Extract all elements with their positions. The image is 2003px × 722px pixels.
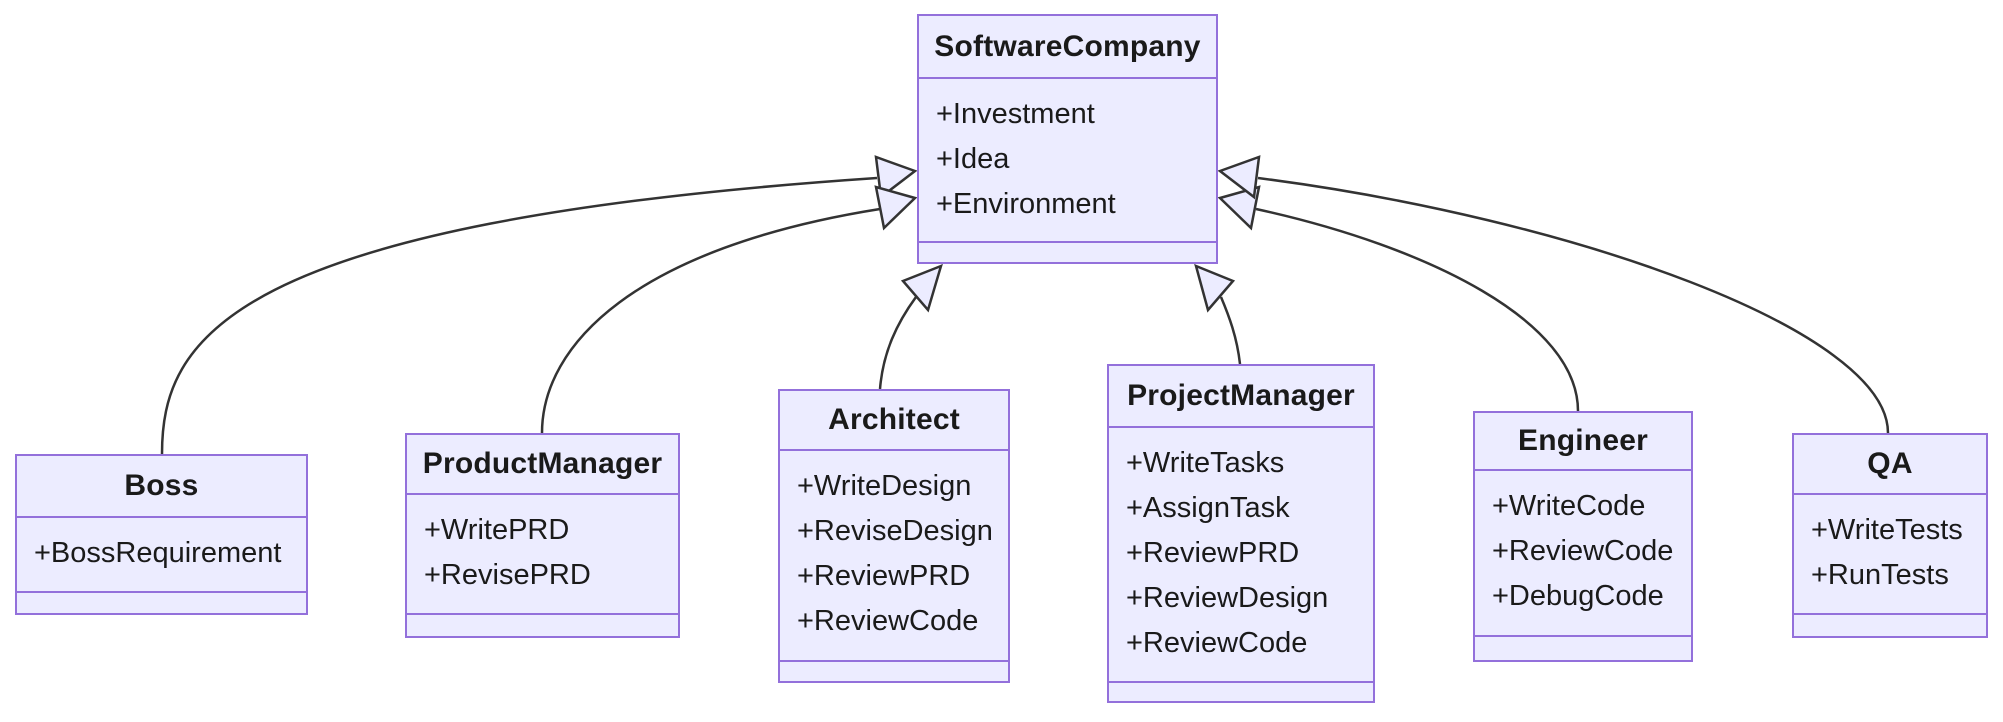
class-title-productmanager: ProductManager bbox=[407, 435, 678, 495]
inheritance-arrowhead-boss bbox=[874, 155, 918, 200]
class-title-architect: Architect bbox=[780, 391, 1008, 451]
class-methods-boss bbox=[17, 591, 306, 613]
class-attribute: +BossRequirement bbox=[34, 537, 282, 569]
class-attribute: +Environment bbox=[936, 188, 1116, 220]
inheritance-arrowhead-qa bbox=[1217, 155, 1261, 200]
class-attribute: +WritePRD bbox=[424, 514, 570, 546]
class-attributes-boss: +BossRequirement bbox=[17, 518, 306, 591]
class-attribute: +DebugCode bbox=[1492, 580, 1664, 612]
class-title-qa: QA bbox=[1794, 435, 1986, 495]
class-attributes-softwarecompany: +Investment +Idea +Environment bbox=[919, 79, 1216, 241]
class-node-productmanager: ProductManager +WritePRD +RevisePRD bbox=[405, 433, 680, 638]
class-attribute: +ReviewCode bbox=[797, 605, 979, 637]
class-attribute: +AssignTask bbox=[1126, 492, 1290, 524]
class-attributes-engineer: +WriteCode +ReviewCode +DebugCode bbox=[1475, 471, 1691, 635]
inheritance-arrowhead-architect bbox=[900, 263, 943, 313]
class-methods-qa bbox=[1794, 613, 1986, 636]
edge-projectmanager-softwarecompany bbox=[1219, 296, 1242, 365]
class-attribute: +ReviewCode bbox=[1126, 627, 1308, 659]
edge-boss-softwarecompany bbox=[160, 176, 878, 455]
class-attribute: +Investment bbox=[936, 98, 1095, 130]
class-attribute: +WriteDesign bbox=[797, 470, 972, 502]
class-node-architect: Architect +WriteDesign +ReviseDesign +Re… bbox=[778, 389, 1010, 683]
class-attributes-qa: +WriteTests +RunTests bbox=[1794, 495, 1986, 613]
class-methods-softwarecompany bbox=[919, 241, 1216, 262]
class-node-engineer: Engineer +WriteCode +ReviewCode +DebugCo… bbox=[1473, 411, 1693, 662]
class-node-projectmanager: ProjectManager +WriteTasks +AssignTask +… bbox=[1107, 364, 1375, 703]
inheritance-arrowhead-projectmanager bbox=[1194, 263, 1236, 313]
class-title-projectmanager: ProjectManager bbox=[1109, 366, 1373, 428]
inheritance-arrowhead-productmanager bbox=[874, 185, 918, 231]
edge-engineer-softwarecompany bbox=[1255, 207, 1580, 412]
edge-architect-softwarecompany bbox=[878, 296, 918, 390]
class-methods-engineer bbox=[1475, 635, 1691, 660]
class-attributes-projectmanager: +WriteTasks +AssignTask +ReviewPRD +Revi… bbox=[1109, 428, 1373, 681]
class-attribute: +ReviewPRD bbox=[797, 560, 971, 592]
class-methods-productmanager bbox=[407, 613, 678, 636]
class-attribute: +RevisePRD bbox=[424, 559, 591, 591]
class-title-boss: Boss bbox=[17, 456, 306, 518]
class-node-qa: QA +WriteTests +RunTests bbox=[1792, 433, 1988, 638]
class-title-engineer: Engineer bbox=[1475, 413, 1691, 471]
edge-productmanager-softwarecompany bbox=[540, 207, 881, 434]
class-title-softwarecompany: SoftwareCompany bbox=[919, 16, 1216, 79]
class-attribute: +ReviewCode bbox=[1492, 535, 1674, 567]
class-attributes-architect: +WriteDesign +ReviseDesign +ReviewPRD +R… bbox=[780, 451, 1008, 660]
class-attribute: +WriteTasks bbox=[1126, 447, 1285, 479]
class-attribute: +RunTests bbox=[1811, 559, 1949, 591]
class-attribute: +ReviewDesign bbox=[1126, 582, 1329, 614]
class-node-softwarecompany: SoftwareCompany +Investment +Idea +Envir… bbox=[917, 14, 1218, 264]
class-methods-projectmanager bbox=[1109, 681, 1373, 701]
class-methods-architect bbox=[780, 660, 1008, 681]
edge-qa-softwarecompany bbox=[1257, 176, 1890, 434]
class-attribute: +ReviewPRD bbox=[1126, 537, 1300, 569]
class-attribute: +ReviseDesign bbox=[797, 515, 993, 547]
class-attribute: +WriteCode bbox=[1492, 490, 1646, 522]
inheritance-arrowhead-engineer bbox=[1217, 185, 1261, 231]
class-node-boss: Boss +BossRequirement bbox=[15, 454, 308, 615]
class-attributes-productmanager: +WritePRD +RevisePRD bbox=[407, 495, 678, 613]
class-attribute: +Idea bbox=[936, 143, 1010, 175]
class-attribute: +WriteTests bbox=[1811, 514, 1963, 546]
